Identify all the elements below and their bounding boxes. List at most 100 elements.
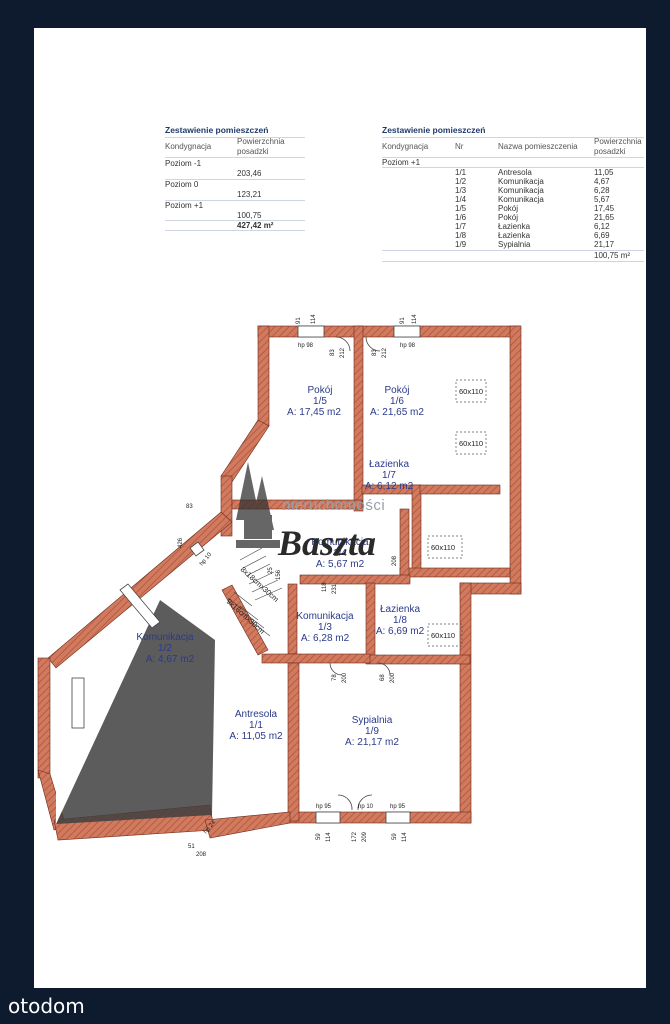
summary-left-level: Poziom +1 (165, 201, 204, 210)
room-area-label: A: 21,65 m2 (370, 407, 424, 418)
room-area: 6,28 (594, 186, 610, 195)
fixture-box (455, 431, 487, 455)
stairwell-void (56, 600, 215, 824)
summary-right-col-name: Nazwa pomieszczenia (498, 142, 578, 151)
room-name: Pokój (498, 204, 519, 213)
dim-label: 208 (392, 555, 398, 566)
wall-bath17-right (411, 484, 422, 576)
room-name-label: Komunikacja (311, 537, 369, 548)
dim-label: 25 (268, 567, 274, 574)
dim-label: 83 (330, 349, 336, 356)
door-bottom-a (337, 794, 353, 811)
room-area-label: A: 21,17 m2 (345, 737, 399, 748)
room-area-label: A: 5,67 m2 (316, 559, 365, 570)
wall-top (257, 325, 521, 338)
window-diag (119, 583, 161, 629)
room-number-label: 1/8 (393, 615, 407, 626)
dim-label: 91 (296, 317, 302, 324)
window-bottom-left (315, 811, 341, 824)
room-area: 6,12 (594, 222, 610, 231)
room-area-label: A: 17,45 m2 (287, 407, 341, 418)
summary-left-level: Poziom -1 (165, 159, 202, 168)
room-area: 4,67 (594, 177, 610, 186)
fixture-label: 60x110 (431, 543, 455, 552)
dim-label: 91 (400, 317, 406, 324)
dim-label: hp 10 (199, 551, 214, 567)
dim-label: hp 95 (390, 804, 406, 810)
room-area: 6,69 (594, 231, 610, 240)
dim-label: 209 (362, 831, 368, 842)
dim-label: 83 (186, 504, 193, 510)
wall-left-diag-upper (220, 419, 270, 483)
room-name: Łazienka (498, 231, 531, 240)
summary-right-col-nr: Nr (455, 142, 464, 151)
room-area-label: A: 4,67 m2 (146, 654, 195, 665)
dim-label: 51 (188, 844, 195, 850)
dim-label: 83 (372, 349, 378, 356)
wall-bath18-left (365, 582, 376, 664)
room-area: 17,45 (594, 204, 615, 213)
dim-label: hp 10 (358, 804, 374, 810)
dim-label: 114 (412, 314, 418, 324)
room-nr: 1/6 (455, 213, 467, 222)
door-room16 (365, 336, 381, 352)
summary-left-title: Zestawienie pomieszczeń (165, 125, 269, 135)
wall-left-upper (257, 325, 270, 427)
summary-right-level: Poziom +1 (382, 158, 421, 167)
summary-right-col-area: Powierzchnia (594, 137, 642, 146)
room-nr: 1/7 (455, 222, 467, 231)
dim-label: 426 (178, 537, 184, 548)
wall-bedroom-left (287, 662, 300, 822)
room-nr: 1/3 (455, 186, 467, 195)
summary-left-total: 427,42 m² (237, 221, 274, 230)
fixture-label: 60x110 (459, 387, 483, 396)
summary-left-value: 203,46 (237, 169, 262, 178)
room-area-label: A: 6,28 m2 (301, 633, 350, 644)
dim-label: 68 (380, 674, 386, 681)
dim-label: 212 (340, 347, 346, 358)
door-bedroom-b (377, 662, 391, 676)
room-nr: 1/5 (455, 204, 467, 213)
room-area: 5,67 (594, 195, 610, 204)
dim-label: hp 98 (400, 343, 416, 349)
wall-antresola-bottom (204, 811, 291, 839)
room-name: Pokój (498, 213, 519, 222)
summary-table-right: Zestawienie pomieszczeń Kondygnacja Nr N… (382, 125, 644, 265)
room-area: 21,17 (594, 240, 615, 249)
dim-label: 172 (352, 831, 358, 842)
room-number-label: 1/3 (318, 622, 332, 633)
summary-left-value: 123,21 (237, 190, 262, 199)
room-name-label: Pokój (307, 385, 332, 396)
fixture-label: 60x110 (431, 631, 455, 640)
wall-divider-rooms (353, 325, 364, 512)
room-number-label: 1/5 (313, 396, 327, 407)
room-name-label: Komunikacja (296, 611, 354, 622)
wall-corridor-bottom (299, 574, 411, 585)
room-name: Łazienka (498, 222, 531, 231)
dim-label: 78 (332, 674, 338, 681)
door-bedroom-a (329, 662, 343, 676)
room-number-label: 1/1 (249, 720, 263, 731)
summary-left-value: 100,75 (237, 211, 262, 220)
room-number-label: 1/4 (333, 548, 347, 559)
otodom-logo: otodom (8, 994, 85, 1018)
dim-label: 59 (316, 833, 322, 840)
room-area: 21,65 (594, 213, 615, 222)
room-name-label: Komunikacja (136, 632, 194, 643)
dim-label: 156 (276, 569, 282, 580)
dim-label: 200 (342, 672, 348, 683)
room-name: Komunikacja (498, 186, 544, 195)
watermark-brand: Baszta (278, 523, 377, 563)
wall-corr13-bottom (261, 653, 371, 664)
stairs (227, 547, 283, 637)
summary-right-col-area-sub: posadzki (594, 147, 626, 156)
room-name-label: Łazienka (369, 459, 409, 470)
wall-right-lower (459, 582, 472, 824)
wall-right (509, 325, 522, 595)
room-nr: 1/9 (455, 240, 467, 249)
room-number-label: 1/7 (382, 470, 396, 481)
void-cut (56, 600, 160, 824)
dim-label: 200 (390, 672, 396, 683)
wall-bottom (287, 811, 472, 824)
